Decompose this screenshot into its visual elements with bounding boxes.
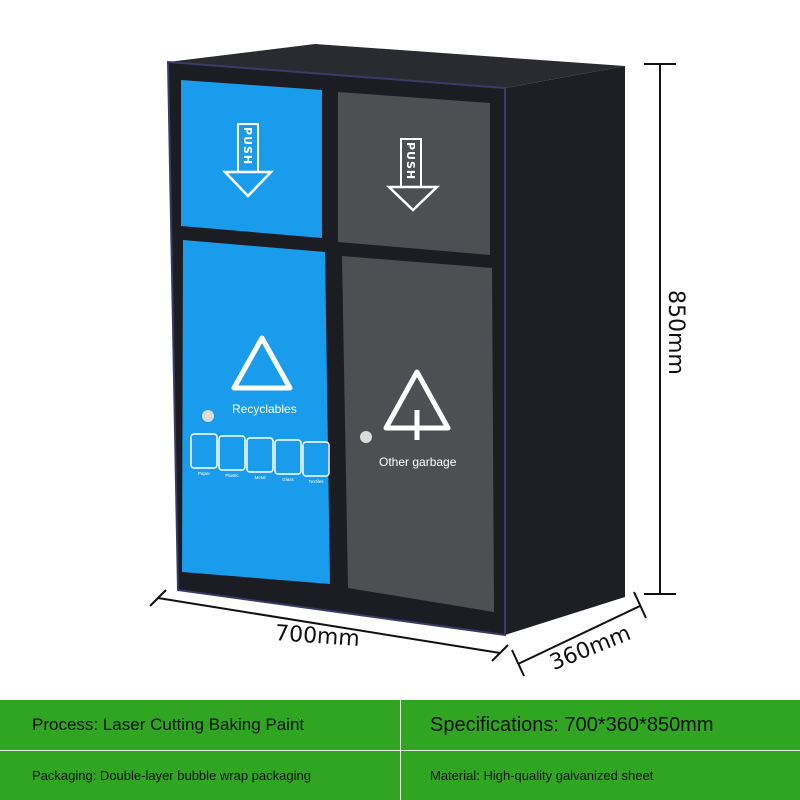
push-label-left: PUSH bbox=[241, 127, 254, 166]
lock-icon[interactable] bbox=[360, 431, 372, 443]
dimension-lines bbox=[149, 63, 676, 677]
recyclables-label: Recyclables bbox=[232, 402, 297, 416]
category-label-glass: Glass bbox=[282, 477, 294, 482]
left-bin-door[interactable] bbox=[182, 240, 330, 584]
specifications-text: Specifications: 700*360*850mm bbox=[430, 713, 714, 736]
material-text: Material: High-quality galvanized sheet bbox=[430, 767, 654, 783]
category-label-metal: Metal bbox=[254, 475, 266, 480]
packaging-text: Packaging: Double-layer bubble wrap pack… bbox=[32, 767, 311, 783]
trash-bin-illustration bbox=[149, 44, 676, 677]
recycle-icon-other bbox=[383, 369, 451, 440]
lock-icon[interactable] bbox=[202, 410, 214, 422]
bin-top-panel bbox=[168, 44, 625, 88]
height-dimension-label: 850mm bbox=[663, 290, 688, 375]
category-label-plastic: Plastic bbox=[225, 473, 239, 478]
push-arrow-right-icon bbox=[385, 138, 441, 212]
right-push-flap[interactable] bbox=[338, 92, 490, 255]
push-arrow-left-icon bbox=[222, 123, 274, 198]
recycle-category-icons bbox=[190, 433, 330, 477]
other-garbage-label: Other garbage bbox=[379, 455, 457, 469]
left-push-flap[interactable] bbox=[181, 80, 322, 238]
bin-side-panel bbox=[505, 66, 625, 635]
push-label-right: PUSH bbox=[404, 142, 417, 181]
category-label-textiles: Textiles bbox=[308, 479, 324, 484]
process-text: Process: Laser Cutting Baking Paint bbox=[32, 715, 305, 734]
category-label-paper: Paper bbox=[197, 471, 210, 476]
info-column-divider bbox=[400, 700, 401, 800]
product-image: PUSH PUSH Recyclables Other garbage Pape… bbox=[149, 44, 688, 677]
recycle-icon bbox=[231, 335, 293, 391]
